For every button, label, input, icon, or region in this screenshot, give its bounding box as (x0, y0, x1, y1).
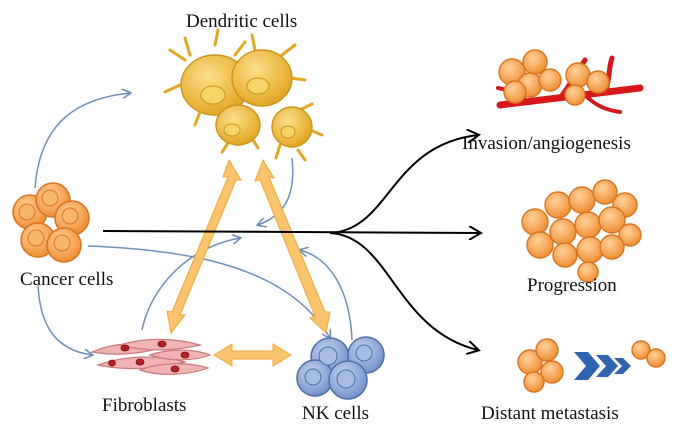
label-dendritic-cells: Dendritic cells (186, 11, 298, 32)
arrow-fibroblasts-to-center (141, 238, 240, 331)
tumor-mass-icon (521, 179, 642, 283)
metastasis-chevrons-icon (517, 338, 666, 393)
cancer-cell-cluster-icon (12, 182, 90, 263)
arrow-nk-to-center (300, 250, 353, 341)
arrow-to-metastasis (329, 232, 478, 350)
arrow-dendritic-nk (254, 158, 331, 334)
dendritic-cells-icon (163, 28, 324, 162)
arrow-dendritic-fibroblasts (166, 158, 242, 335)
label-nk-cells: NK cells (302, 403, 370, 424)
outcome-arrows (102, 135, 480, 350)
label-invasion-angiogenesis: Invasion/angiogenesis (462, 133, 631, 154)
bidirectional-arrows (166, 158, 331, 367)
tumor-vessel-icon (496, 49, 644, 114)
interaction-arrows (34, 93, 353, 355)
arrow-fibroblasts-nk (213, 343, 292, 367)
arrow-cancer-to-fibroblasts (37, 284, 92, 355)
label-fibroblasts: Fibroblasts (102, 395, 187, 416)
arrow-main-to-progression (102, 231, 480, 233)
arrow-dendritic-to-center (258, 157, 294, 225)
nk-cells-icon (296, 336, 385, 400)
label-distant-metastasis: Distant metastasis (481, 403, 619, 424)
arrow-cancer-to-dendritic (34, 93, 130, 189)
arrow-to-invasion (329, 135, 478, 234)
arrow-cancer-to-nk (87, 245, 330, 338)
fibroblasts-icon (89, 338, 212, 375)
label-cancer-cells: Cancer cells (20, 269, 114, 290)
label-progression: Progression (527, 275, 617, 296)
